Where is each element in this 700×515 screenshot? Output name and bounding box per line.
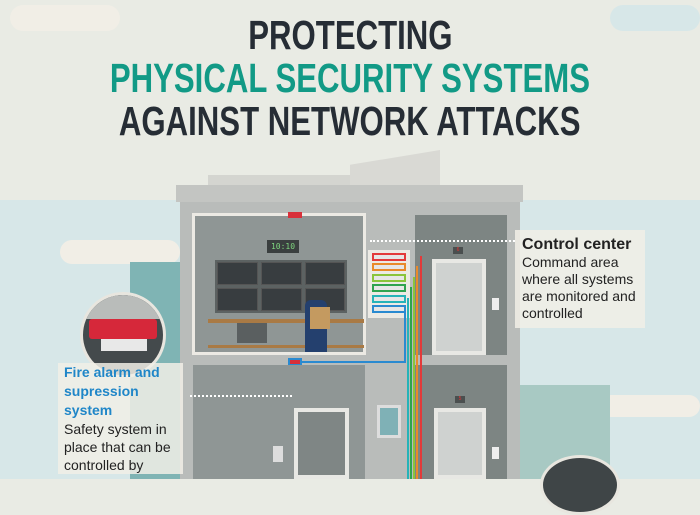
fire-alarm-detector <box>288 212 302 218</box>
network-cable <box>416 266 418 479</box>
elevator-floor-indicator: 6 <box>453 247 463 254</box>
elevator-call-button[interactable] <box>492 298 499 310</box>
server-unit <box>372 274 406 282</box>
monitor <box>261 262 302 285</box>
elevator-floor-indicator: 5 <box>455 396 465 403</box>
callout-line <box>190 395 292 397</box>
cloud <box>610 5 700 31</box>
control-center-description: Command area where all systems are monit… <box>522 254 636 321</box>
network-cable <box>420 256 422 479</box>
cloud <box>60 240 180 264</box>
monitor <box>217 262 258 285</box>
office-door[interactable] <box>294 408 349 479</box>
desk-rail <box>208 345 364 348</box>
server-unit <box>372 284 406 292</box>
server-unit <box>372 253 406 261</box>
network-cable <box>410 287 412 479</box>
title-line-1: PROTECTING <box>247 12 453 58</box>
desk <box>208 319 364 323</box>
chair <box>310 307 330 329</box>
network-cable <box>404 308 406 363</box>
cloud <box>600 395 700 417</box>
parapet <box>176 185 523 202</box>
network-cable <box>407 298 409 479</box>
access-control-icon <box>540 455 620 515</box>
monitor <box>261 288 302 311</box>
roof-slope <box>350 150 440 187</box>
server-unit <box>372 263 406 271</box>
title-line-2: PHYSICAL SECURITY SYSTEMS <box>109 55 591 101</box>
cloud <box>10 5 120 31</box>
desk-cabinet <box>237 323 267 343</box>
control-center-label: Control center Command area where all sy… <box>515 230 645 328</box>
control-center-heading: Control center <box>522 236 632 253</box>
elevator-door[interactable] <box>432 259 486 355</box>
network-cable <box>413 277 415 479</box>
keypad[interactable] <box>273 446 283 462</box>
wall-clock: 10:10 <box>267 240 299 253</box>
elevator-door[interactable] <box>434 408 486 479</box>
callout-line <box>370 240 515 242</box>
elevator-call-button[interactable] <box>492 447 499 459</box>
server-unit <box>372 295 406 303</box>
server-unit <box>372 305 406 313</box>
monitor <box>217 288 258 311</box>
fire-alarm-heading: Fire alarm and supression system <box>64 364 160 418</box>
title-line-3: AGAINST NETWORK ATTACKS <box>119 98 581 144</box>
network-cable <box>296 361 406 363</box>
fire-alarm-description: Safety system in place that can be contr… <box>64 421 171 473</box>
monitor <box>305 262 345 285</box>
window <box>377 405 401 438</box>
fire-alarm-label: Fire alarm and supression system Safety … <box>58 363 183 474</box>
